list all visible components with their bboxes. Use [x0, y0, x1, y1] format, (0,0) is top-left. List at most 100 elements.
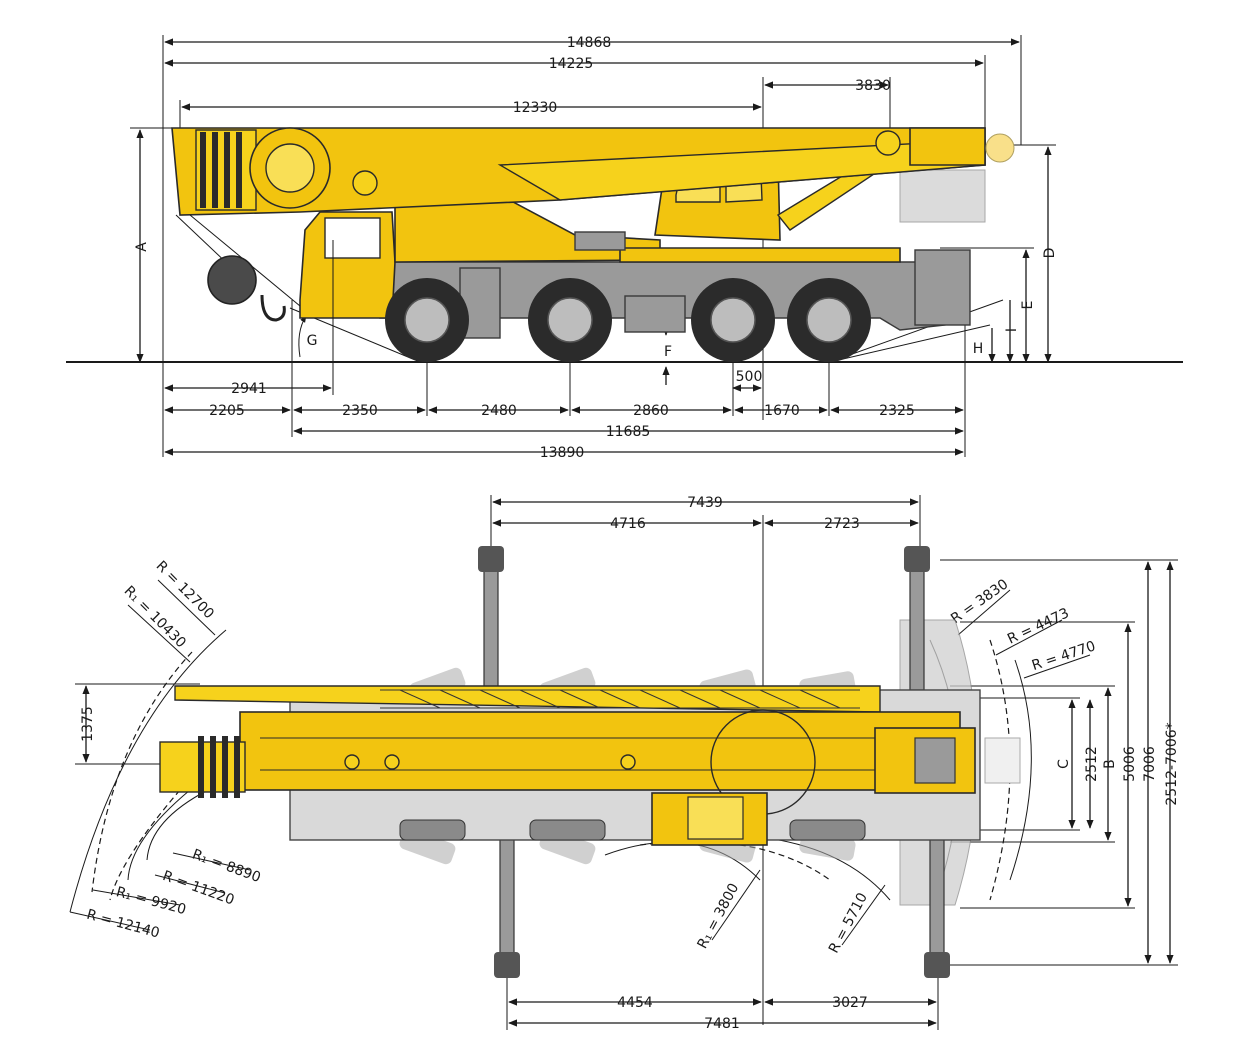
- fuel-tank: [624, 295, 686, 333]
- radius-arc-9920: [109, 789, 181, 901]
- dim-label-2512-7006: 2512-7006*: [1164, 722, 1180, 805]
- dim-label-c: C: [1056, 759, 1072, 769]
- rear-ghost-box: [984, 737, 1021, 784]
- winch-drum-hub: [265, 143, 315, 193]
- departure-angle-line-2: [829, 324, 991, 363]
- hook-block: [207, 255, 257, 305]
- dim-label-d: D: [1042, 248, 1058, 259]
- boom-pin-2: [384, 754, 400, 770]
- wheel-1: [385, 278, 469, 362]
- leader-r-4473: [995, 619, 1063, 656]
- boom-pivot: [875, 130, 901, 156]
- side-view: 14868 14225 3830 12330 A D E I H G: [66, 35, 1183, 461]
- dim-label-4716: 4716: [610, 516, 646, 532]
- leader-r-12140: [69, 911, 151, 931]
- dim-label-2350: 2350: [342, 403, 378, 419]
- outrigger-pad-rear-right: [924, 952, 950, 978]
- leader-r-3830: [957, 589, 1011, 636]
- approach-angle-arc: [298, 315, 307, 358]
- rear-winch-drum-top: [914, 737, 956, 784]
- dim-label-1375: 1375: [80, 706, 96, 742]
- wheel-top-4: [789, 819, 866, 841]
- boom-pulley: [352, 170, 378, 196]
- dim-label-b: B: [1102, 759, 1118, 769]
- radius-arc-8890: [146, 789, 209, 861]
- leader-r-5710: [841, 884, 886, 946]
- radius-arc-10430: [91, 651, 193, 893]
- leader-r-3800: [711, 869, 761, 941]
- outrigger-pad-front-right: [494, 952, 520, 978]
- rear-outrigger-box: [914, 249, 971, 326]
- leader-r-4770: [1023, 654, 1091, 679]
- radius-label-4473: R = 4473: [1005, 605, 1072, 647]
- dim-label-14225: 14225: [549, 56, 594, 72]
- dim-label-a: A: [134, 242, 150, 252]
- radius-label-3800: R₁ = 3800: [695, 881, 743, 952]
- crane-top-illustration: [159, 546, 1021, 978]
- radius-label-4770: R = 4770: [1030, 638, 1098, 674]
- wheel-top-2: [529, 819, 606, 841]
- radius-arc-4473: [989, 639, 1011, 901]
- carrier-cab-window: [324, 217, 381, 259]
- radius-arc-12700: [69, 629, 227, 913]
- leader-r-10430: [127, 604, 191, 663]
- departure-angle-line-1: [829, 299, 1004, 363]
- wheel-4: [787, 278, 871, 362]
- dim-label-e: E: [1020, 301, 1036, 310]
- dim-label-2325: 2325: [879, 403, 915, 419]
- superstructure-detail: [574, 231, 626, 251]
- leader-r-8890: [172, 852, 251, 871]
- boom-pin-1: [344, 754, 360, 770]
- boom-heel-ghost: [985, 133, 1015, 163]
- boom-head-sheaves: [200, 132, 242, 208]
- outrigger-beam-rear-right: [929, 829, 945, 971]
- wheel-3: [691, 278, 775, 362]
- counterweight-ghost: [899, 169, 986, 223]
- boom-head-sheaves-top: [198, 736, 240, 798]
- radius-label-12140: R = 12140: [85, 907, 161, 942]
- dim-label-2941: 2941: [231, 381, 267, 397]
- dim-label-500: 500: [736, 369, 763, 385]
- dim-label-2512: 2512: [1084, 746, 1100, 782]
- dim-label-f: F: [664, 344, 672, 360]
- radius-label-9920: R₁ = 9920: [114, 884, 187, 918]
- telescopic-boom-top: [239, 711, 961, 791]
- dim-label-7439: 7439: [687, 495, 723, 511]
- dim-label-2205: 2205: [209, 403, 245, 419]
- dim-label-2860: 2860: [633, 403, 669, 419]
- dim-label-4454: 4454: [617, 995, 653, 1011]
- dim-label-h: H: [973, 341, 984, 357]
- dim-label-g: G: [307, 333, 318, 349]
- wheel-top-1: [399, 819, 466, 841]
- radius-label-5710: R = 5710: [826, 890, 871, 956]
- leader-r-12700: [157, 579, 216, 636]
- dim-label-i: I: [1004, 328, 1020, 332]
- dim-label-2723: 2723: [824, 516, 860, 532]
- dim-label-1670: 1670: [764, 403, 800, 419]
- outrigger-pad-front-left: [478, 546, 504, 572]
- outrigger-pad-rear-left: [904, 546, 930, 572]
- hook: [260, 294, 286, 322]
- dim-label-3830: 3830: [855, 78, 891, 94]
- leader-r-9920: [92, 889, 181, 906]
- crane-side-illustration: [171, 127, 1015, 362]
- boom-pin-3: [620, 754, 636, 770]
- radius-label-3830: R = 3830: [948, 576, 1011, 627]
- wheel-2: [528, 278, 612, 362]
- leader-r-11220: [154, 874, 226, 894]
- dim-label-11685: 11685: [606, 424, 651, 440]
- turntable-base: [619, 247, 901, 263]
- radius-arc-11220: [127, 789, 191, 881]
- lattice-jib-struts: [380, 689, 860, 709]
- outrigger-beam-front-right: [499, 829, 515, 971]
- dim-label-14868: 14868: [567, 35, 612, 51]
- dim-label-13890: 13890: [540, 445, 585, 461]
- dim-label-7481: 7481: [704, 1016, 740, 1032]
- crane-cab-roof-window: [687, 796, 744, 840]
- boom-heel: [909, 127, 986, 166]
- dim-label-7006: 7006: [1142, 746, 1158, 782]
- dim-label-3027: 3027: [832, 995, 868, 1011]
- dim-label-5006: 5006: [1122, 746, 1138, 782]
- radius-arc-4770: [1009, 659, 1032, 881]
